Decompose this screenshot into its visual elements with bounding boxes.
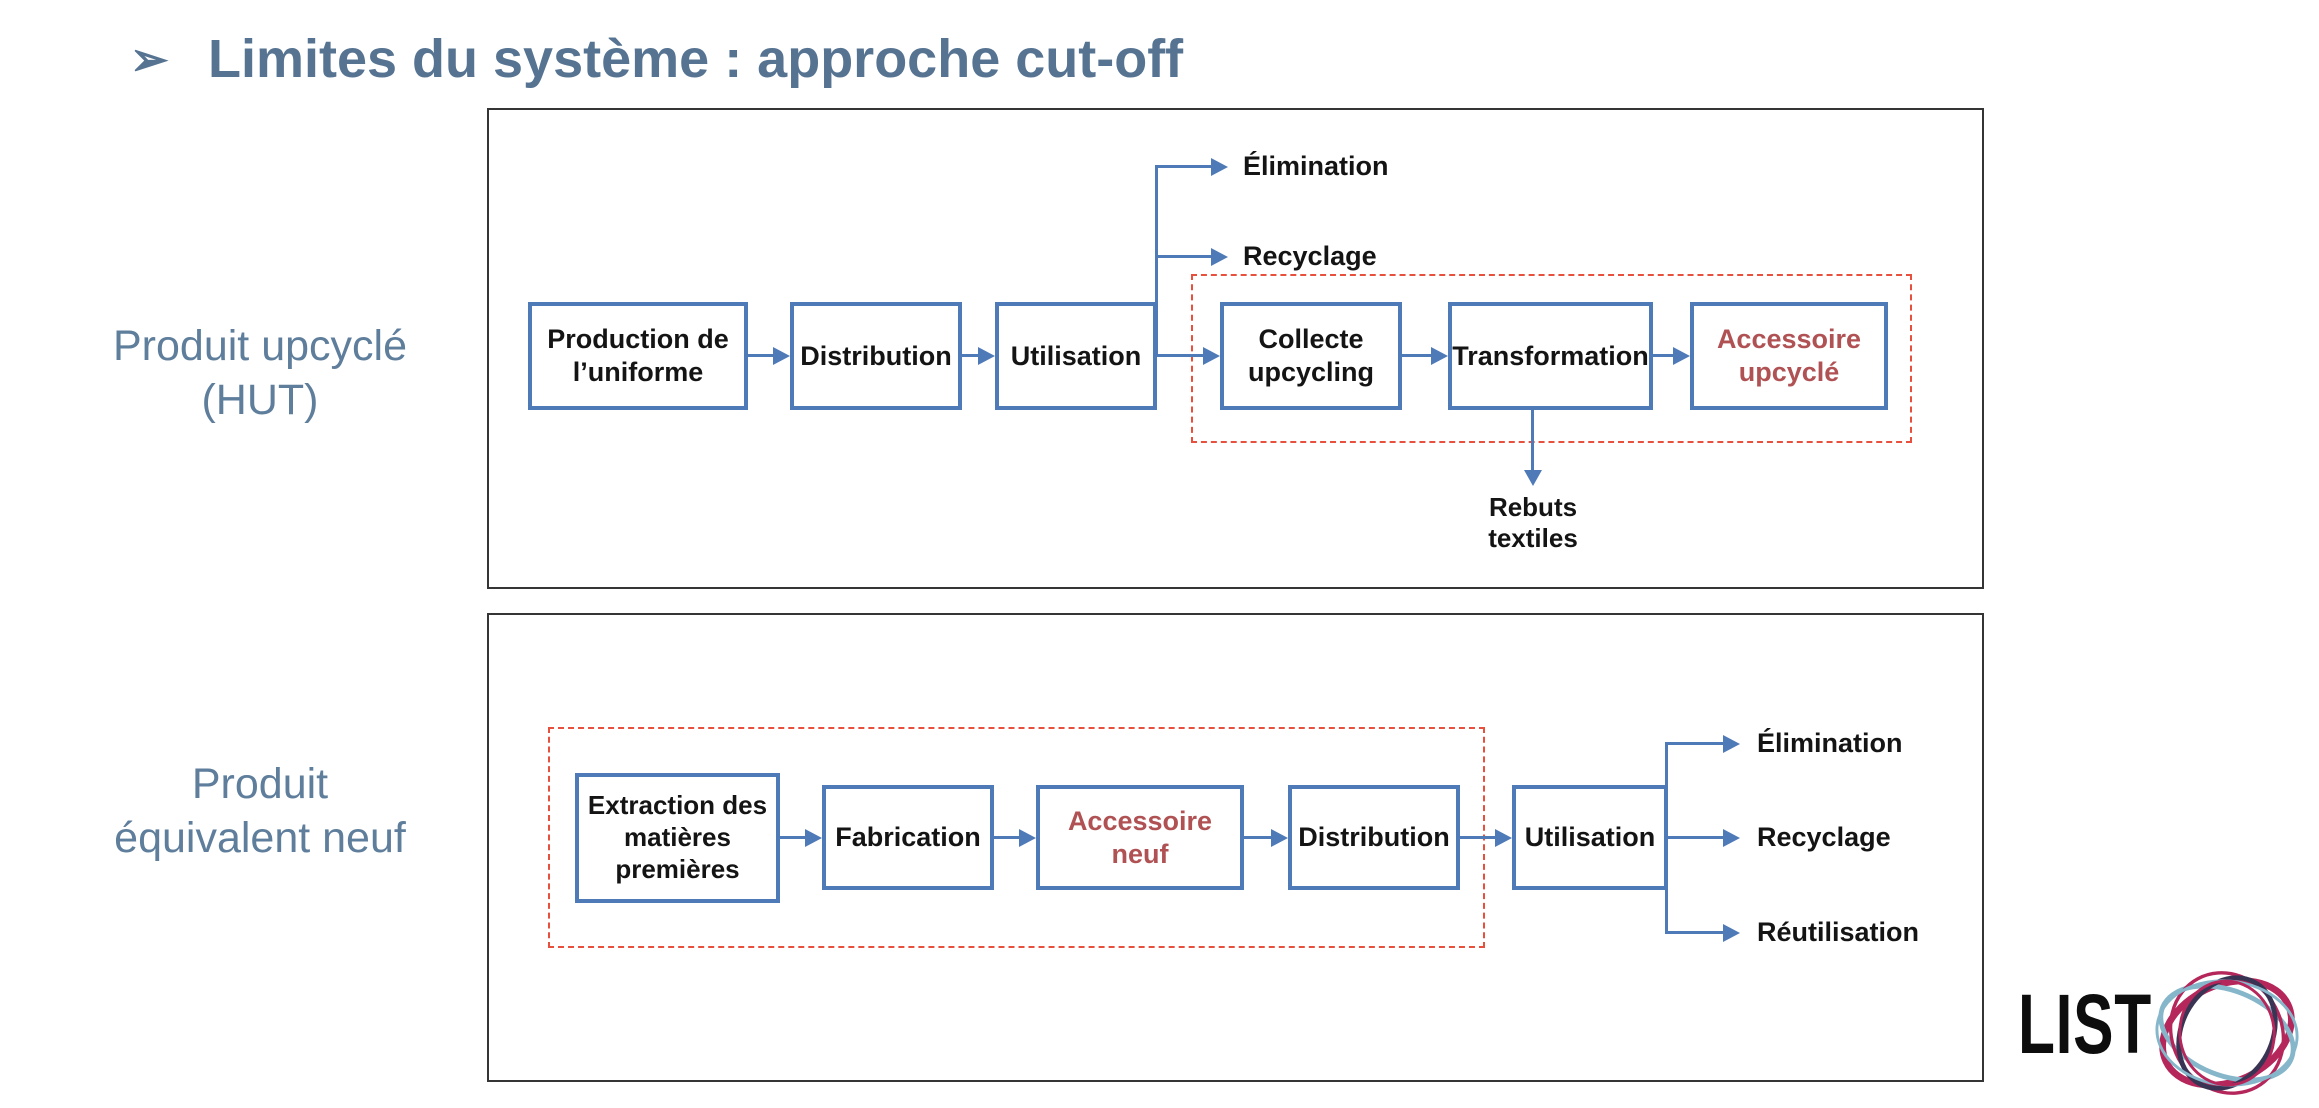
bottom-side-label-line1: Produit — [191, 760, 329, 808]
box-label: Utilisation — [1524, 822, 1656, 853]
connector-line — [1665, 931, 1725, 934]
arrowhead-right-icon — [1495, 829, 1512, 847]
output-label-recyclage-top: Recyclage — [1243, 241, 1377, 271]
box-label: Extraction des — [587, 790, 768, 821]
box-label: Accessoire — [1716, 324, 1862, 355]
output-label-elimination-bottom: Élimination — [1757, 728, 1903, 758]
box-utilisation-bottom: Utilisation — [1512, 785, 1668, 890]
arrowhead-right-icon — [1431, 347, 1448, 365]
connector-line — [780, 836, 808, 839]
arrowhead-right-icon — [805, 829, 822, 847]
arrowhead-right-icon — [1019, 829, 1036, 847]
box-label: Distribution — [1298, 822, 1450, 853]
arrowhead-right-icon — [1211, 248, 1228, 266]
box-label: Distribution — [800, 340, 952, 371]
arrowhead-right-icon — [773, 347, 790, 365]
box-label: Accessoire — [1067, 805, 1213, 836]
connector-line — [1531, 410, 1534, 472]
box-distribution-bottom: Distribution — [1288, 785, 1460, 890]
box-label: neuf — [1111, 838, 1169, 869]
waste-label-line2: textiles — [1488, 522, 1578, 553]
connector-line — [1157, 354, 1205, 357]
box-utilisation-top: Utilisation — [995, 302, 1157, 410]
box-label: Transformation — [1452, 340, 1649, 371]
box-accessoire-neuf: Accessoire neuf — [1036, 785, 1244, 890]
arrowhead-right-icon — [978, 347, 995, 365]
arrowhead-right-icon — [1271, 829, 1288, 847]
box-label: Production de — [547, 324, 729, 355]
box-label: Utilisation — [1010, 340, 1142, 371]
connector-line — [962, 354, 980, 357]
waste-label-line1: Rebuts — [1488, 492, 1578, 522]
box-label: l’uniforme — [572, 357, 704, 387]
connector-line — [1402, 354, 1433, 357]
connector-line — [1155, 165, 1213, 168]
box-label: Collecte — [1258, 324, 1364, 355]
title-arrow-bullet-icon: ➢ — [130, 33, 169, 85]
bottom-side-label: Produit équivalent neuf — [40, 758, 480, 866]
output-label-elimination-top: Élimination — [1243, 151, 1389, 181]
top-side-label: Produit upcyclé (HUT) — [40, 320, 480, 428]
box-label: matières — [624, 822, 731, 853]
box-transformation: Transformation — [1448, 302, 1653, 410]
box-label: premières — [615, 853, 740, 884]
box-label: Fabrication — [835, 822, 981, 853]
page-title: Limites du système : approche cut-off — [208, 29, 1184, 89]
output-label-reutilisation-bottom: Réutilisation — [1757, 917, 1920, 947]
bottom-side-label-line2: équivalent neuf — [114, 813, 406, 862]
list-logo-text: LIST — [2018, 977, 2152, 1071]
connector-line — [1653, 354, 1675, 357]
box-accessoire-upcycle: Accessoire upcyclé — [1690, 302, 1888, 410]
box-production-uniforme: Production de l’uniforme — [528, 302, 748, 410]
arrowhead-right-icon — [1211, 158, 1228, 176]
output-label-recyclage-bottom: Recyclage — [1757, 822, 1891, 852]
arrowhead-right-icon — [1203, 347, 1220, 365]
connector-line — [1665, 742, 1725, 745]
waste-label-rebuts-textiles: Rebuts textiles — [1433, 492, 1633, 553]
box-fabrication: Fabrication — [822, 785, 994, 890]
arrowhead-right-icon — [1723, 735, 1740, 753]
connector-line — [748, 354, 776, 357]
box-label: upcycling — [1247, 357, 1375, 387]
top-side-label-line1: Produit upcyclé — [113, 322, 407, 370]
arrowhead-right-icon — [1723, 829, 1740, 847]
top-side-label-line2: (HUT) — [201, 375, 319, 424]
box-collecte-upcycling: Collecte upcycling — [1220, 302, 1402, 410]
arrowhead-down-icon — [1524, 470, 1542, 486]
arrowhead-right-icon — [1723, 924, 1740, 942]
box-distribution-top: Distribution — [790, 302, 962, 410]
list-logo-globe-icon — [2155, 971, 2299, 1095]
connector-line — [1665, 836, 1725, 839]
arrowhead-right-icon — [1673, 347, 1690, 365]
connector-line — [1155, 165, 1158, 356]
top-cutoff-dashed-boundary — [1191, 274, 1912, 443]
box-extraction-matieres: Extraction des matières premières — [575, 773, 780, 903]
connector-line — [994, 836, 1022, 839]
connector-line — [1155, 255, 1213, 258]
connector-line — [1244, 836, 1274, 839]
box-label: upcyclé — [1738, 357, 1840, 387]
connector-line — [1460, 836, 1498, 839]
